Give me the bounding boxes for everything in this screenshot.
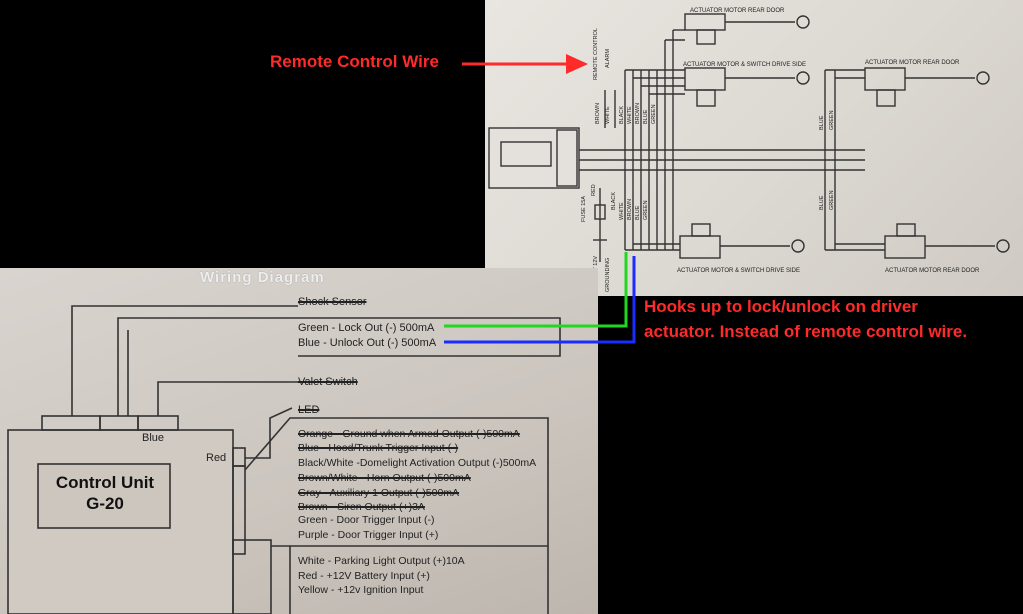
door-lock-wiring-photo: ACTUATOR MOTOR REAR DOOR ACTUATOR MOTOR … xyxy=(485,0,1023,296)
label-blue-right-2: BLUE xyxy=(819,195,825,210)
hooks-up-line1: Hooks up to lock/unlock on driver xyxy=(644,297,918,316)
label-white-3: WHITE xyxy=(619,202,625,220)
actuator-label-drive-bottom: ACTUATOR MOTOR & SWITCH DRIVE SIDE xyxy=(677,268,800,274)
green-wire-highlight xyxy=(444,252,628,328)
label-red: RED xyxy=(591,184,597,196)
label-green-2: GREEN xyxy=(643,200,649,220)
control-unit-model: G-20 xyxy=(86,494,124,513)
unlock-out-label: Blue - Unlock Out (-) 500mA xyxy=(298,337,437,349)
label-white: WHITE xyxy=(605,106,611,124)
label-blue: BLUE xyxy=(643,109,649,124)
remote-control-annotation: Remote Control Wire xyxy=(270,52,439,71)
actuator-label-drive-top: ACTUATOR MOTOR & SWITCH DRIVE SIDE xyxy=(683,62,806,68)
output-domelight: Black/White -Domelight Activation Output… xyxy=(298,457,537,469)
output-green-door: Green - Door Trigger Input (-) xyxy=(298,514,435,526)
label-blue-2: BLUE xyxy=(635,205,641,220)
power-yellow: Yellow - +12v Ignition Input xyxy=(298,584,424,596)
actuator-label-rear-right-top: ACTUATOR MOTOR REAR DOOR xyxy=(865,60,960,66)
control-unit-label: Control Unit G-20 xyxy=(46,472,164,514)
led-label: LED xyxy=(298,404,320,416)
label-green: GREEN xyxy=(651,104,657,124)
shock-sensor-label: Shock Sensor xyxy=(298,296,367,308)
label-fuse: FUSE 15A xyxy=(581,196,587,222)
control-unit-name: Control Unit xyxy=(55,473,155,492)
label-blue-right: BLUE xyxy=(819,115,825,130)
label-brown: BROWN xyxy=(595,103,601,124)
label-grounding: GROUNDING xyxy=(605,258,611,292)
blue-connector-label: Blue xyxy=(142,432,165,444)
output-orange: Orange - Ground when Armed Output (-)500… xyxy=(298,428,520,440)
output-siren: Brown - Siren Output (+)3A xyxy=(298,501,425,513)
output-aux: Gray - Auxiliary 1 Output (-)500mA xyxy=(298,487,460,499)
lock-out-label: Green - Lock Out (-) 500mA xyxy=(298,322,435,334)
label-black: BLACK xyxy=(619,106,625,124)
remote-control-arrowhead xyxy=(566,54,588,74)
output-purple-door: Purple - Door Trigger Input (+) xyxy=(298,529,439,541)
output-horn: Brown/White - Horn Output (-)500mA xyxy=(298,472,471,484)
label-brown-2: BROWN xyxy=(635,103,641,124)
label-alarm: ALARM xyxy=(605,49,611,68)
actuator-label-rear-top: ACTUATOR MOTOR REAR DOOR xyxy=(690,8,785,14)
hooks-up-line2: actuator. Instead of remote control wire… xyxy=(644,322,968,341)
hooks-up-annotation: Hooks up to lock/unlock on driver actuat… xyxy=(644,294,1014,344)
output-blue-hood: Blue - Hood/Trunk Trigger Input (-) xyxy=(298,442,459,454)
wiring-diagram-title: Wiring Diagram xyxy=(200,269,325,286)
label-remote-control: REMOTE CONTROL xyxy=(593,28,599,80)
actuator-label-rear-right-bottom: ACTUATOR MOTOR REAR DOOR xyxy=(885,268,980,274)
label-black-2: BLACK xyxy=(611,192,617,210)
label-white-2: WHITE xyxy=(627,106,633,124)
power-white: White - Parking Light Output (+)10A xyxy=(298,555,465,567)
label-green-right-2: GREEN xyxy=(829,190,835,210)
red-connector-label: Red xyxy=(206,452,227,464)
label-green-right: GREEN xyxy=(829,110,835,130)
blue-wire-highlight xyxy=(444,256,636,344)
door-lock-schematic: ACTUATOR MOTOR REAR DOOR ACTUATOR MOTOR … xyxy=(488,8,1010,292)
label-brown-3: BROWN xyxy=(627,199,633,220)
alarm-schematic xyxy=(7,305,561,614)
power-red: Red - +12V Battery Input (+) xyxy=(298,570,430,582)
valet-switch-label: Valet Switch xyxy=(298,376,358,388)
